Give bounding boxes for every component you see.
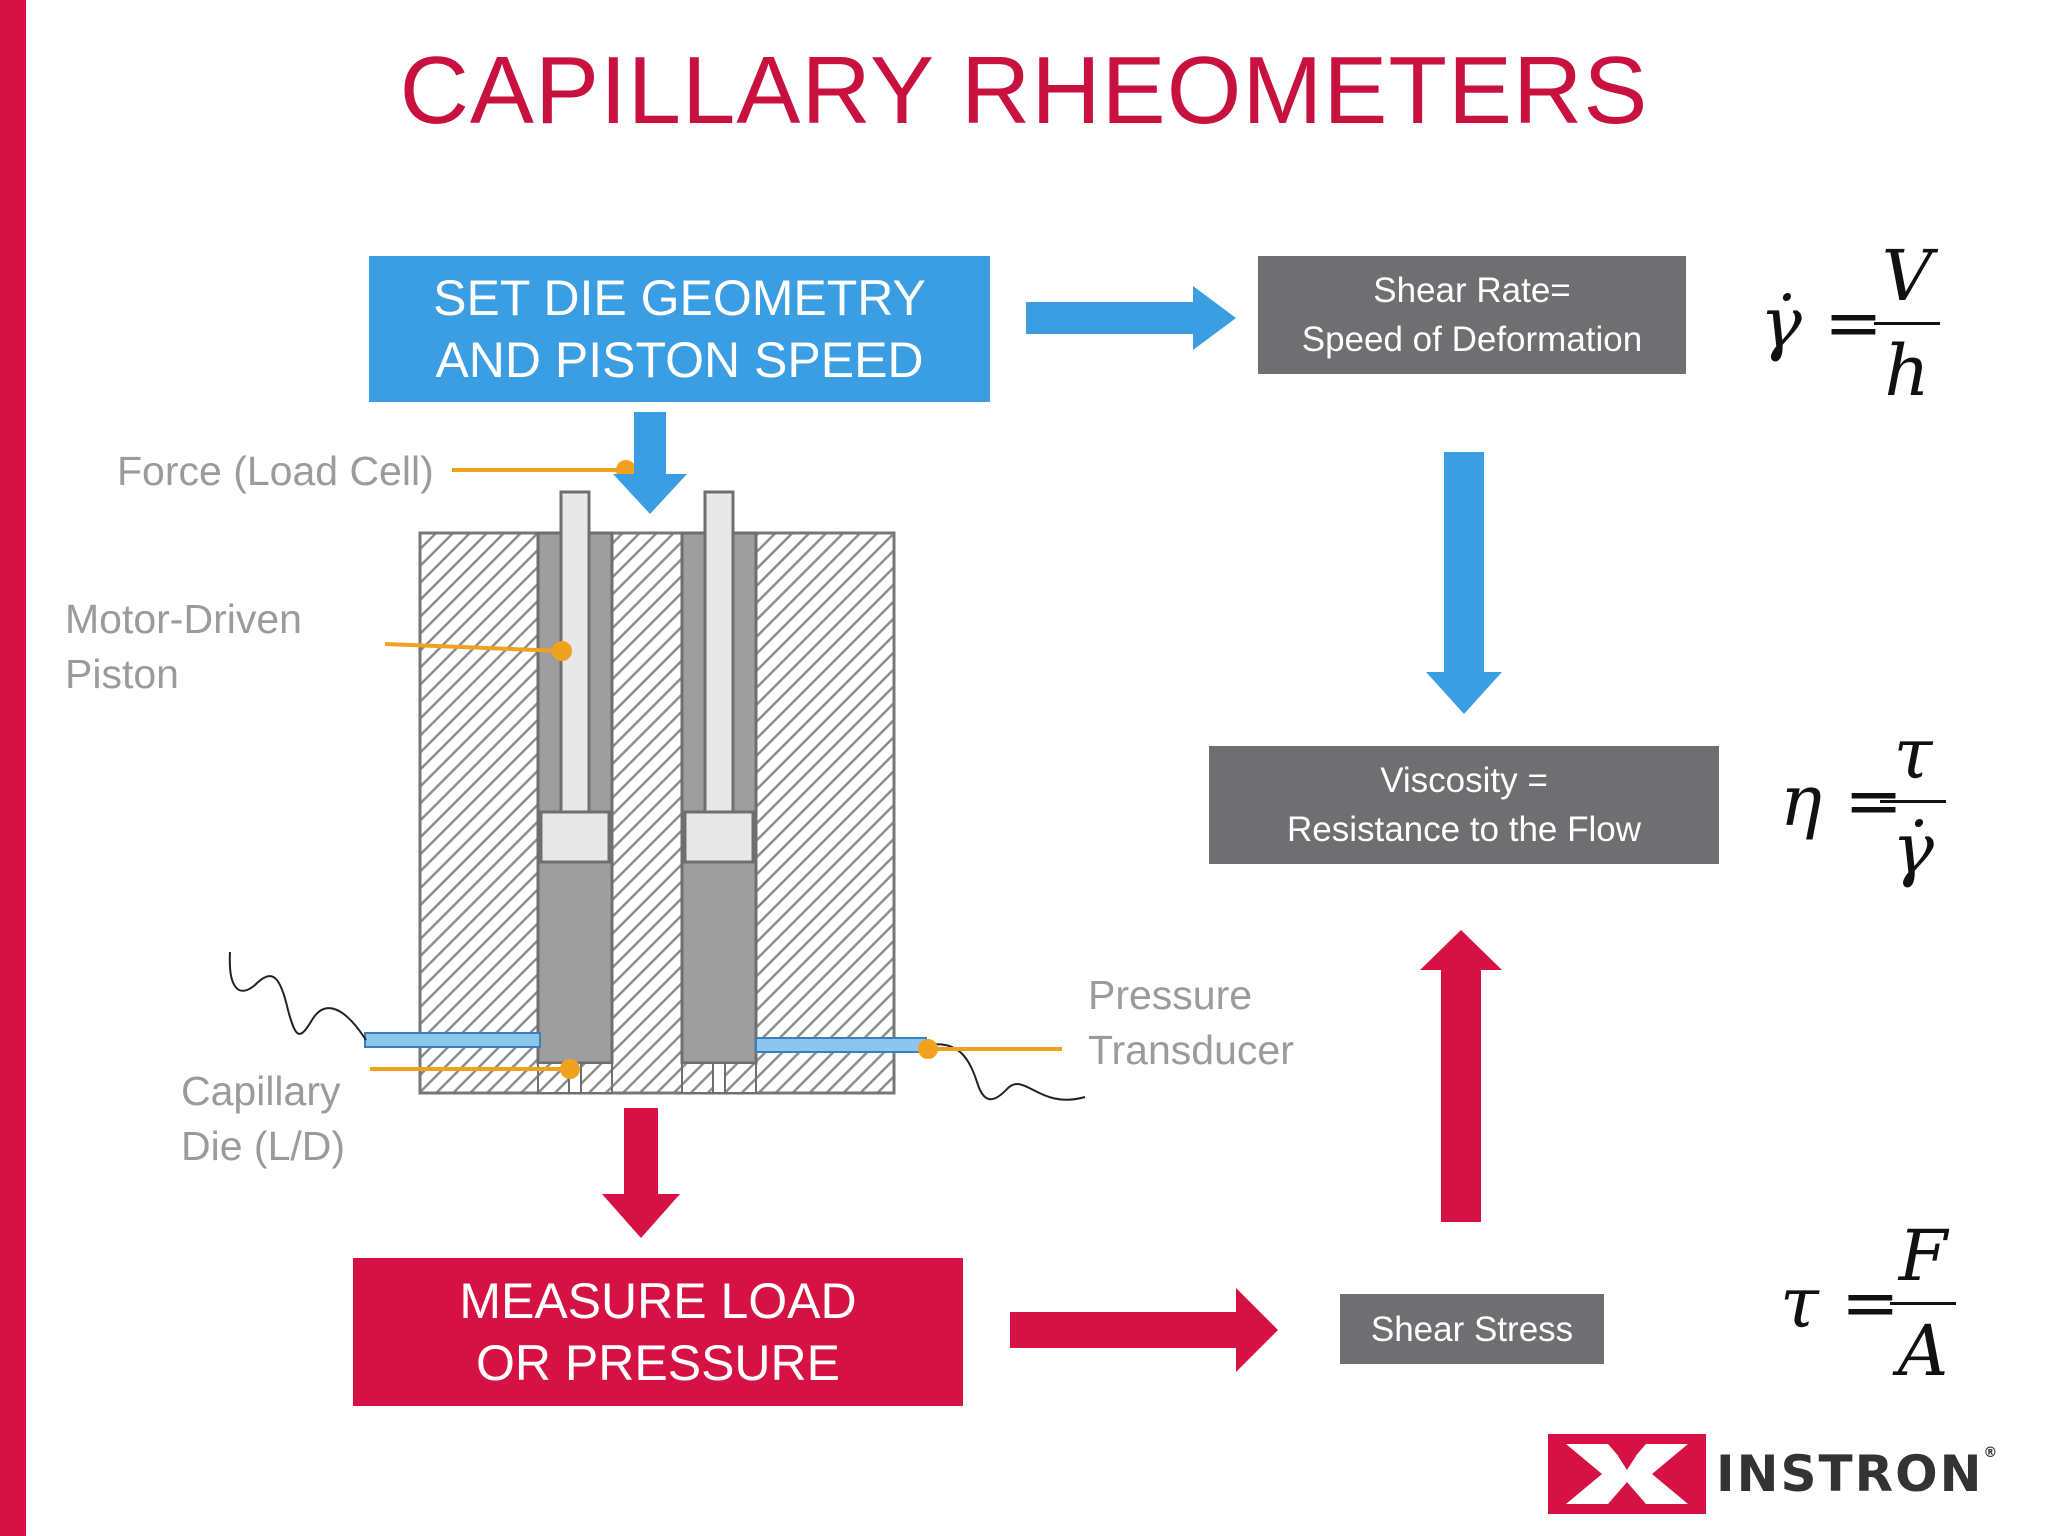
shear-stress-denominator: A: [1897, 1310, 1949, 1392]
right-piston: [683, 490, 755, 864]
capillary-die-label: Capillary Die (L/D): [181, 1068, 346, 1169]
shear-rate-formula: γ̇ = V h: [1760, 236, 1960, 416]
viscosity-line-1: Viscosity =: [1380, 761, 1548, 800]
force-load-cell-label: Force (Load Cell): [117, 448, 434, 494]
shear-rate-denominator: h: [1884, 330, 1930, 412]
shear-rate-line-2: Speed of Deformation: [1301, 320, 1643, 359]
shear-rate-formula-lhs: γ̇ =: [1760, 282, 1883, 364]
shear-stress-numerator: F: [1898, 1215, 1948, 1297]
shear-stress-box: Shear Stress: [1340, 1294, 1604, 1364]
pressure-transducer-label: Pressure Transducer: [1088, 972, 1294, 1073]
right-transducer-pipe: [755, 1037, 927, 1053]
shear-rate-line-1: Shear Rate=: [1373, 271, 1571, 310]
instron-wordmark: INSTRON: [1716, 1445, 1984, 1503]
set-die-geometry-box: SET DIE GEOMETRY AND PISTON SPEED: [369, 256, 990, 402]
set-die-line-1: SET DIE GEOMETRY: [433, 270, 926, 326]
registered-mark: ®: [1983, 1445, 2000, 1461]
viscosity-formula: η = τ γ̇: [1780, 714, 1980, 894]
arrow-down-blue: [1426, 452, 1502, 714]
measure-line-2: OR PRESSURE: [476, 1335, 840, 1391]
left-wire: [228, 951, 367, 1041]
accent-bar: [0, 0, 26, 1536]
shear-rate-box: Shear Rate= Speed of Deformation: [1258, 256, 1686, 374]
instron-logo-mark: [1548, 1434, 1706, 1514]
right-wire: [927, 1043, 1086, 1101]
instron-logo: INSTRON®: [1548, 1434, 1999, 1514]
arrow-up-red: [1420, 930, 1502, 1222]
motor-driven-piston-label: Motor-Driven Piston: [65, 596, 302, 697]
measure-line-1: MEASURE LOAD: [459, 1273, 857, 1329]
shear-rate-numerator: V: [1881, 235, 1933, 317]
left-transducer-pipe: [364, 1032, 541, 1048]
arrow-right-blue: [1026, 286, 1236, 350]
viscosity-denominator: γ̇: [1892, 808, 1934, 890]
shear-stress-label: Shear Stress: [1370, 1309, 1574, 1349]
shear-stress-formula: τ = F A: [1780, 1216, 1980, 1396]
page-title: CAPILLARY RHEOMETERS: [399, 37, 1649, 144]
arrow-down-blue-small: [613, 412, 687, 514]
barrel-block: [418, 531, 896, 1095]
viscosity-line-2: Resistance to the Flow: [1286, 810, 1642, 849]
arrow-right-red: [1010, 1288, 1278, 1372]
measure-load-box: MEASURE LOAD OR PRESSURE: [353, 1258, 963, 1406]
viscosity-box: Viscosity = Resistance to the Flow: [1209, 746, 1719, 864]
arrow-down-red: [602, 1108, 680, 1238]
shear-stress-formula-lhs: τ =: [1780, 1262, 1900, 1344]
set-die-line-2: AND PISTON SPEED: [435, 332, 924, 388]
viscosity-numerator: τ: [1893, 713, 1933, 795]
